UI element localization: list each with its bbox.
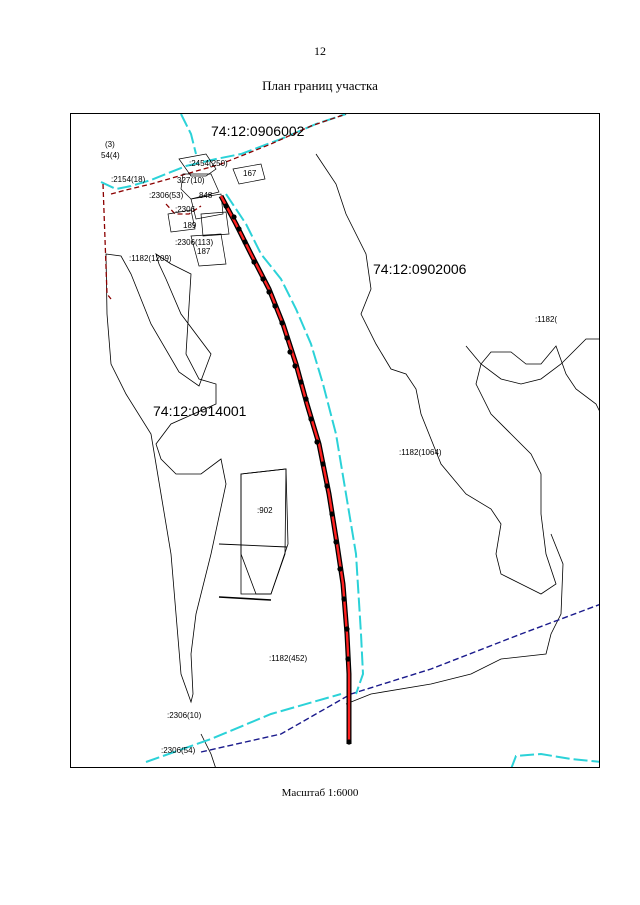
page-number: 12 — [314, 44, 326, 58]
parcel-label-1182-1064: :1182(1064) — [399, 448, 442, 457]
parcel-label-848: 848 — [199, 191, 213, 200]
quarter-boundary-north — [100, 114, 347, 191]
north-parcels — [167, 153, 266, 267]
parcel-label-2306-53: :2306(53) — [149, 191, 184, 200]
contour-shore-east — [345, 533, 564, 705]
navy-boundary — [200, 604, 599, 753]
survey-points — [223, 203, 352, 745]
contour-left-landmass — [105, 253, 227, 704]
parcel-label-3: (3) — [105, 140, 115, 149]
parcel-label-167: 167 — [243, 169, 257, 178]
parcel-label-54-4: 54(4) — [101, 151, 120, 160]
parcel-label-1182-edge: :1182( — [535, 315, 557, 324]
lower-parcels — [218, 468, 289, 601]
quarter-boundary-se — [510, 752, 599, 767]
quarter-label-0914001: 74:12:0914001 — [153, 403, 247, 419]
quarter-label-0906002: 74:12:0906002 — [211, 123, 305, 139]
parcel-902-block — [240, 468, 289, 595]
contour-right-bay — [465, 338, 599, 385]
map-canvas: 74:12:0906002 74:12:0902006 74:12:091400… — [100, 114, 599, 767]
parcel-label-2454: :2454(250) — [189, 159, 228, 168]
quarter-boundary-route — [225, 193, 365, 695]
parcel-label-187: 187 — [197, 247, 211, 256]
parcel-label-189: 189 — [183, 221, 197, 230]
contour-island — [240, 468, 287, 595]
scale-label: Масштаб 1:6000 — [281, 787, 359, 799]
quarter-boundary-top-left — [180, 114, 197, 155]
quarter-label-0902006: 74:12:0902006 — [373, 261, 467, 277]
parcel-label-2154-18: :2154(18) — [111, 175, 146, 184]
parcel-label-327: 327(10) — [177, 176, 205, 185]
parcel-label-2306: :2306 — [175, 205, 196, 214]
quarter-boundaries — [100, 114, 599, 767]
parcel-label-2306-10: :2306(10) — [167, 711, 202, 720]
parcel-label-902: :902 — [257, 506, 273, 515]
parcel-label-2306-113: :2306(113) — [175, 238, 213, 247]
boundary-plan-map: 74:12:0906002 74:12:0902006 74:12:091400… — [70, 113, 600, 768]
parcel-label-1182-452: :1182(452) — [269, 654, 307, 663]
contour-right-landmass — [315, 153, 599, 595]
page-title: План границ участка — [262, 78, 378, 93]
parcel-label-1182-1209: :1182(1209) — [129, 254, 172, 263]
quarter-boundary-sw — [145, 693, 342, 763]
parcel-boundaries — [102, 114, 347, 300]
parcel-label-2306-54: :2306(54) — [161, 746, 196, 755]
